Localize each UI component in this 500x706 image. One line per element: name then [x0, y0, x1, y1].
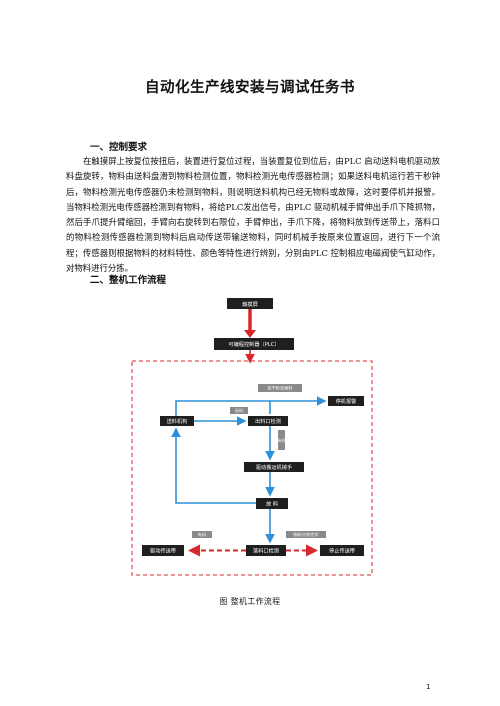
manipulator-box: 驱动搬运机械手 — [244, 462, 304, 472]
sorted-tag: 物料分拣完毕 — [286, 531, 326, 538]
line-feeder-top — [175, 400, 270, 416]
section-heading-control: 一、控制要求 — [90, 142, 148, 153]
drop-label: 放 料 — [266, 500, 278, 508]
drop-box: 放 料 — [256, 498, 288, 509]
arrow-head-touch-plc — [244, 330, 256, 338]
touchscreen-label: 触摸屏 — [242, 300, 258, 308]
control-requirements-paragraph: 在触摸屏上按复位按扭后，装置进行复位过程，当装置复位到位后，由PLC 启动送料电… — [66, 156, 440, 274]
drop-sensor-label: 落料口检测 — [253, 547, 279, 555]
feeder-box: 送料机构 — [160, 416, 194, 426]
plc-label: 可编程控制器（PLC） — [228, 340, 279, 348]
manipulator-label: 驱动搬运机械手 — [256, 463, 292, 471]
section-heading-workflow: 二、整机工作流程 — [90, 275, 167, 286]
arrow-to-alarm — [269, 396, 327, 414]
has-tag-bottom: 有料 — [192, 531, 212, 538]
outlet-label: 出料口检测 — [255, 417, 281, 425]
touchscreen-box: 触摸屏 — [227, 298, 273, 309]
sorted-tag-label: 物料分拣完毕 — [293, 531, 318, 538]
figure-caption: 图 整机工作流程 — [219, 597, 281, 606]
drop-sensor-box: 落料口检测 — [246, 545, 286, 556]
has-tag-bottom-label: 有料 — [198, 531, 207, 538]
has-material-tag-label: 有料 — [277, 437, 286, 444]
arrow-drop-feeder — [171, 427, 256, 504]
feeder-label: 送料机构 — [167, 417, 188, 425]
workflow-diagram: 触摸屏 可编程控制器（PLC） 停机报警 若干秒无物料 送料机构 出料口检测 — [131, 298, 373, 576]
conveyor-drive-box: 驱动传送带 — [142, 545, 184, 556]
outlet-box: 出料口检测 — [248, 416, 288, 426]
plc-box: 可编程控制器（PLC） — [214, 338, 294, 350]
document-title: 自动化生产线安装与调试任务书 — [145, 80, 355, 96]
timeout-tag-label: 若干秒无物料 — [267, 385, 293, 392]
no-material-tag-label: 无料 — [235, 407, 244, 414]
conveyor-stop-label: 停止传送带 — [329, 547, 355, 555]
timeout-tag: 若干秒无物料 — [258, 384, 302, 392]
conveyor-stop-box: 停止传送带 — [320, 545, 364, 556]
alarm-label: 停机报警 — [336, 397, 357, 405]
conveyor-drive-label: 驱动传送带 — [150, 547, 176, 555]
has-material-tag: 有料 — [277, 430, 286, 450]
page-number: 1 — [426, 683, 431, 691]
no-material-tag: 无料 — [230, 407, 248, 414]
alarm-box: 停机报警 — [328, 396, 364, 406]
